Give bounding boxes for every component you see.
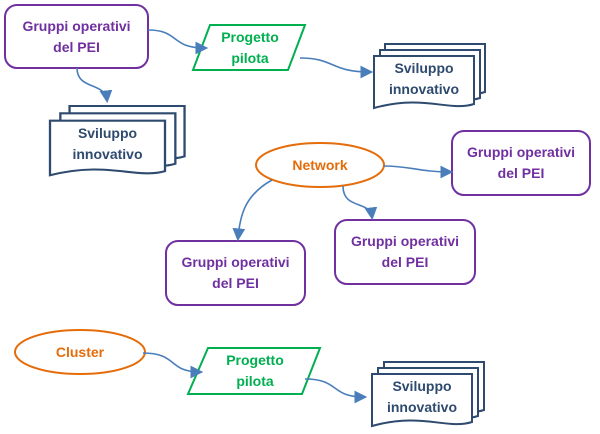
gruppi-mid-left-line2: del PEI — [212, 275, 259, 291]
arrow-cluster-to-progetto — [142, 352, 204, 379]
sviluppo-bottom[interactable]: Sviluppo innovativo — [372, 374, 472, 420]
sviluppo-top-right-line2: innovativo — [388, 81, 459, 97]
progetto-bottom[interactable]: Progetto pilota — [200, 348, 310, 394]
sviluppo-bottom-line2: innovativo — [386, 399, 457, 415]
cluster-shape — [14, 329, 146, 375]
gruppi-mid-right-line2: del PEI — [381, 254, 429, 270]
network-shape — [255, 142, 385, 188]
sviluppo-top-right-line1: Sviluppo — [394, 60, 454, 76]
arrow-network-to-gruppi-mid-right — [342, 185, 378, 221]
network-label: Network — [292, 156, 348, 173]
cluster-label: Cluster — [55, 343, 105, 360]
gruppi-right-line1: Gruppi operativi — [466, 144, 576, 160]
gruppi-top-line2: del PEI — [53, 38, 100, 55]
network[interactable]: Network — [256, 143, 384, 187]
arrow-progetto-to-sviluppo — [299, 57, 374, 79]
gruppi-mid-right-line1: Gruppi operativi — [350, 233, 460, 249]
arrow-gruppi-to-sviluppo — [76, 67, 113, 104]
gruppi-mid-left-line1: Gruppi operativi — [181, 254, 290, 270]
sviluppo-top-left-line1: Sviluppo — [77, 125, 138, 141]
sviluppo-top-right[interactable]: Sviluppo innovativo — [374, 56, 474, 102]
progetto-top-shape — [191, 24, 307, 71]
arrow-progetto-to-sviluppo-bottom — [304, 378, 368, 404]
gruppi-top-line1: Gruppi operativi — [22, 17, 131, 34]
arrow-gruppi-to-progetto — [147, 29, 209, 55]
cluster[interactable]: Cluster — [15, 330, 145, 374]
gruppi-mid-left[interactable]: Gruppi operativi del PEI — [166, 241, 305, 305]
progetto-bottom-line2: pilota — [236, 373, 274, 389]
sviluppo-top-left-line2: innovativo — [72, 146, 143, 162]
progetto-top-line1: Progetto — [221, 28, 279, 45]
progetto-top-line2: pilota — [231, 49, 269, 66]
arrow-network-to-gruppi-right — [383, 165, 454, 179]
gruppi-mid-right[interactable]: Gruppi operativi del PEI — [335, 220, 475, 284]
progetto-bottom-shape — [186, 347, 322, 395]
sviluppo-bottom-line1: Sviluppo — [392, 378, 452, 394]
sviluppo-top-left[interactable]: Sviluppo innovativo — [50, 121, 165, 167]
gruppi-mid-right-shape — [334, 219, 476, 285]
gruppi-right[interactable]: Gruppi operativi del PEI — [452, 131, 590, 195]
arrow-network-to-gruppi-mid-left — [232, 179, 273, 242]
gruppi-right-shape — [451, 130, 591, 196]
progetto-top[interactable]: Progetto pilota — [200, 25, 300, 70]
gruppi-top[interactable]: Gruppi operativi del PEI — [5, 5, 148, 68]
gruppi-right-line2: del PEI — [497, 165, 545, 181]
progetto-bottom-line1: Progetto — [226, 352, 284, 368]
